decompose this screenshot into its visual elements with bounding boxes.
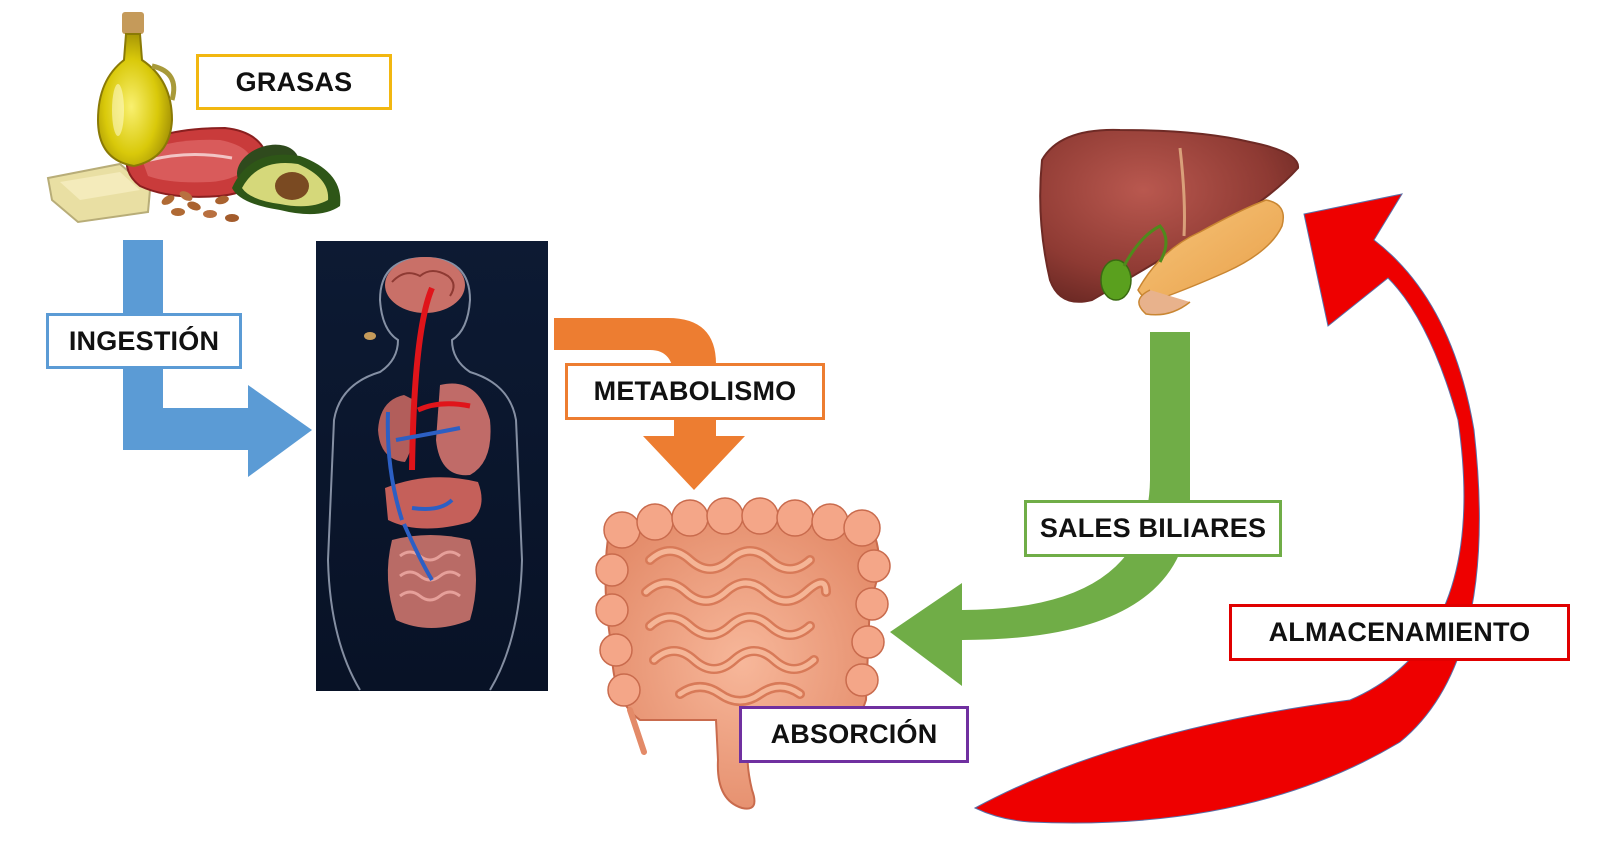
label-sales-biliares: SALES BILIARES: [1024, 500, 1282, 557]
ingestion-arrow: [123, 240, 312, 477]
label-ingestion: INGESTIÓN: [46, 313, 242, 369]
metabolism-arrow: [554, 318, 745, 490]
human-body-icon: [316, 241, 548, 691]
liver-pancreas-icon: [1039, 128, 1300, 316]
label-absorcion: ABSORCIÓN: [739, 706, 969, 763]
bile-salts-arrow: [890, 332, 1190, 686]
intestines-icon: [595, 497, 891, 810]
label-almacenamiento: ALMACENAMIENTO: [1229, 604, 1570, 661]
label-metabolismo: METABOLISMO: [565, 363, 825, 420]
fatty-foods-icon: [46, 12, 341, 224]
label-grasas: GRASAS: [196, 54, 392, 110]
storage-arrow: [973, 193, 1480, 824]
